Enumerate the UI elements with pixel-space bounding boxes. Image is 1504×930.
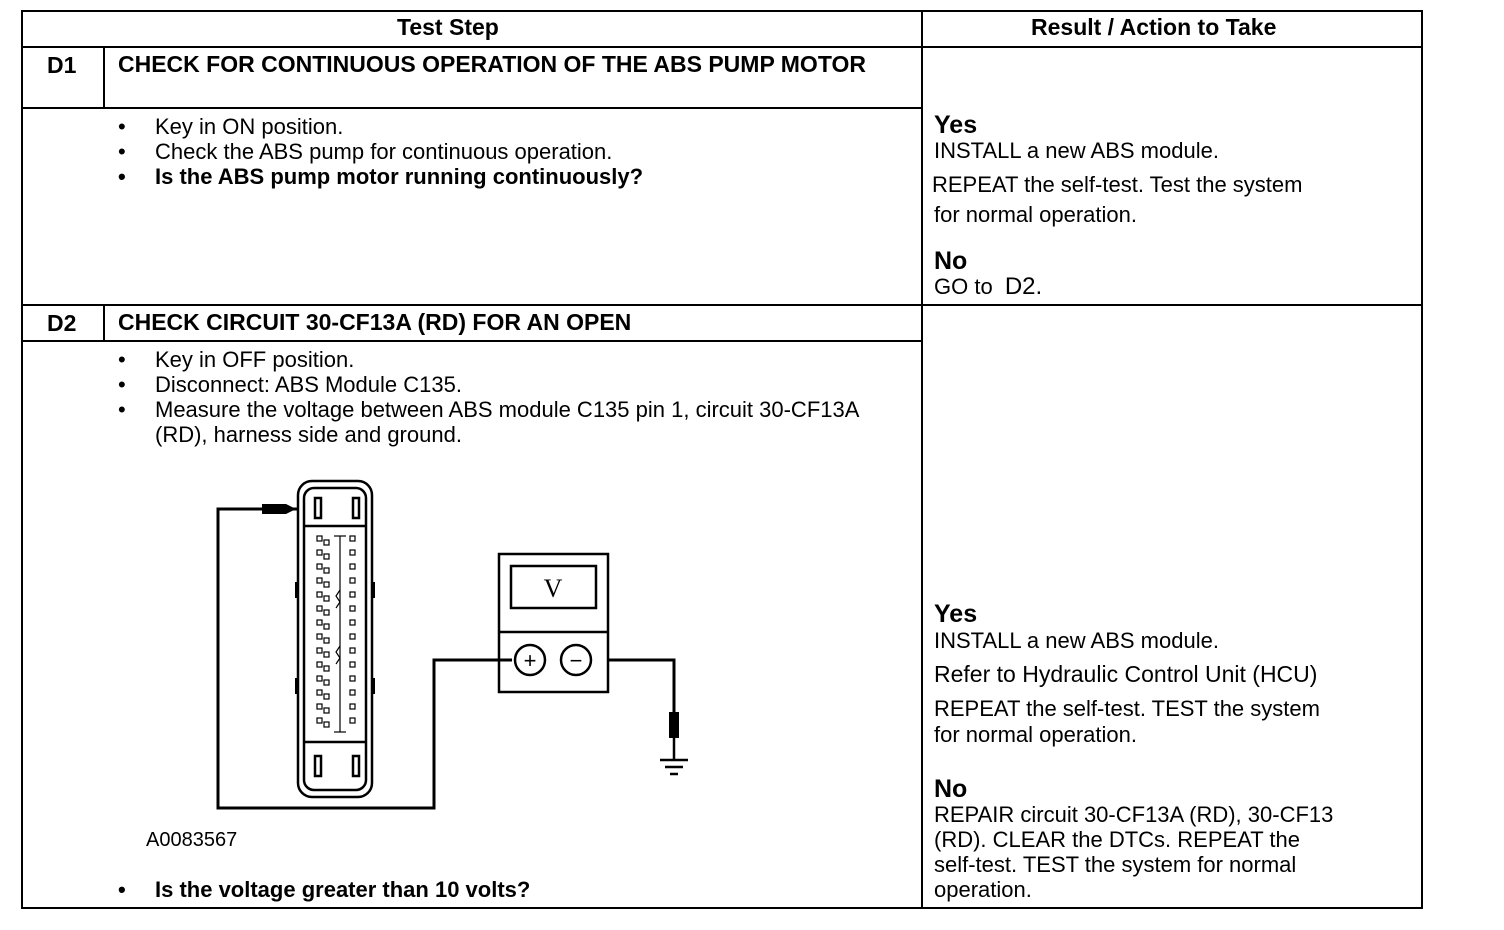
column-divider <box>921 10 923 909</box>
probe-tip <box>262 504 296 514</box>
voltage-test-diagram: V + − <box>216 479 688 810</box>
d2-yes-line-4: for normal operation. <box>934 722 1137 747</box>
d1-no-text: GO to D2. <box>934 274 1042 299</box>
meter-plus-terminal <box>513 643 547 677</box>
ground-icon <box>660 738 688 776</box>
test-lead-wire <box>216 507 512 810</box>
d1-yes-label: Yes <box>934 111 978 139</box>
step-id-d2: D2 <box>47 310 77 336</box>
d2-yes-line-2: Refer to Hydraulic Control Unit (HCU) <box>934 661 1318 687</box>
meter-plus-symbol: + <box>524 648 537 673</box>
meter-minus-terminal <box>559 643 593 677</box>
procedure-table <box>21 10 1423 909</box>
step-title-d2: CHECK CIRCUIT 30-CF13A (RD) FOR AN OPEN <box>118 309 632 335</box>
ground-probe <box>669 712 679 738</box>
step-title-d1: CHECK FOR CONTINUOUS OPERATION OF THE AB… <box>118 51 866 77</box>
d2-title-divider <box>21 340 922 342</box>
connector-pins <box>316 535 356 733</box>
d1-yes-line-1: INSTALL a new ABS module. <box>934 138 1219 163</box>
d1-yes-line-2: REPEAT the self-test. Test the system <box>932 172 1303 197</box>
d2-yes-line-3: REPEAT the self-test. TEST the system <box>934 696 1320 721</box>
d1-no-link[interactable]: D2. <box>1004 273 1043 300</box>
step-id-d1: D1 <box>47 52 77 78</box>
d1-id-divider <box>103 47 105 108</box>
header-result-action: Result / Action to Take <box>1031 14 1277 40</box>
d1-title-divider <box>21 107 922 109</box>
multimeter <box>497 552 610 694</box>
d1-no-label: No <box>934 247 968 275</box>
d2-yes-label: Yes <box>934 600 978 628</box>
d2-no-label: No <box>934 775 968 803</box>
d2-no-line-4: operation. <box>934 877 1032 902</box>
d2-no-line-2: (RD). CLEAR the DTCs. REPEAT the <box>934 827 1300 852</box>
row-divider <box>21 304 1423 306</box>
d2-no-line-3: self-test. TEST the system for normal <box>934 852 1297 877</box>
meter-display-label: V <box>544 574 563 603</box>
d1-yes-line-3: for normal operation. <box>934 202 1137 227</box>
d2-id-divider <box>103 305 105 341</box>
meter-minus-symbol: − <box>570 648 583 673</box>
figure-id: A0083567 <box>146 829 238 851</box>
d2-yes-line-1: INSTALL a new ABS module. <box>934 628 1219 653</box>
header-test-step: Test Step <box>397 14 499 40</box>
ground-lead-wire <box>607 658 676 728</box>
header-divider <box>21 46 1423 48</box>
d2-no-line-1: REPAIR circuit 30-CF13A (RD), 30-CF13 <box>934 802 1334 827</box>
d1-no-goto: GO to <box>934 274 993 299</box>
abs-connector <box>296 479 374 799</box>
